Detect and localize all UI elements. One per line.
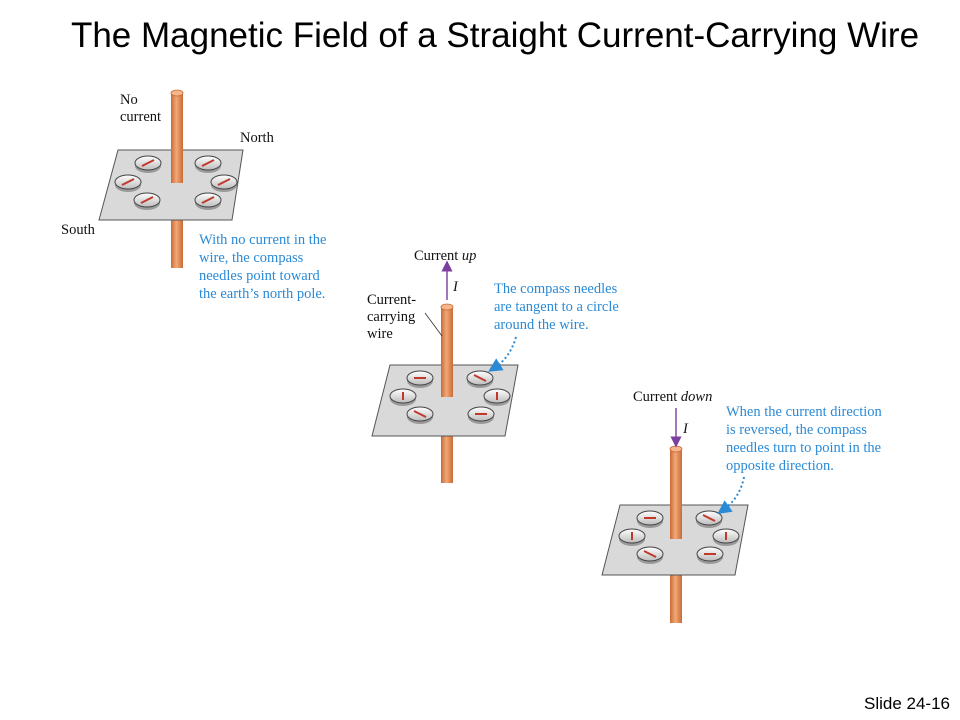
note-line: are tangent to a circle xyxy=(494,299,619,315)
current-direction: up xyxy=(461,248,477,264)
compass xyxy=(636,546,664,564)
slide-number: Slide 24-16 xyxy=(863,694,950,713)
no-current-label: No current xyxy=(120,92,161,126)
note-line: With no current in the xyxy=(199,232,327,248)
current-up-label: Current up xyxy=(414,248,476,265)
current-symbol: I xyxy=(683,421,688,438)
note-line: wire, the compass xyxy=(199,250,304,266)
wire-upper xyxy=(441,307,453,397)
compass xyxy=(194,192,222,210)
compass xyxy=(483,388,511,406)
note-line: When the current direction xyxy=(726,404,882,420)
compass xyxy=(389,388,417,406)
wire-label-line: wire xyxy=(367,326,393,342)
compass xyxy=(114,174,142,192)
compass xyxy=(133,192,161,210)
wire-label-leader xyxy=(424,312,443,337)
wire-upper xyxy=(171,93,183,183)
compass xyxy=(696,546,724,564)
compass-group xyxy=(114,155,238,210)
wire-label-line: Current- xyxy=(367,292,417,308)
compass xyxy=(210,174,238,192)
note-line: The compass needles xyxy=(494,281,618,297)
note-line: the earth’s north pole. xyxy=(199,286,326,302)
wire-top xyxy=(170,89,184,97)
compass-group xyxy=(389,370,511,424)
no-current-label-line2: current xyxy=(120,109,162,125)
wire-lower xyxy=(441,425,453,483)
compass xyxy=(406,370,434,388)
current-symbol-text: I xyxy=(683,421,688,437)
north-label: North xyxy=(240,130,274,146)
compass xyxy=(466,370,494,388)
note-current-up: The compass needles are tangent to a cir… xyxy=(494,280,619,334)
panel-no-current xyxy=(98,89,244,268)
compass xyxy=(695,510,723,528)
panel-current-up xyxy=(371,260,519,483)
compass-group xyxy=(618,510,740,564)
wire-lower xyxy=(670,565,682,623)
panel-current-down xyxy=(601,408,749,623)
current-direction: down xyxy=(680,389,713,405)
note-line: is reversed, the compass xyxy=(726,422,867,438)
no-current-label-line1: No xyxy=(120,92,138,108)
current-label-prefix: Current xyxy=(633,389,681,405)
wire-upper xyxy=(670,449,682,539)
wire-label-line: carrying xyxy=(367,309,416,325)
wire-label: Current- carrying wire xyxy=(367,292,416,343)
note-pointer xyxy=(488,336,517,372)
compass xyxy=(636,510,664,528)
compass xyxy=(618,528,646,546)
compass xyxy=(467,406,495,424)
south-label: South xyxy=(61,222,95,238)
wire-top xyxy=(669,445,683,453)
note-line: opposite direction. xyxy=(726,458,834,474)
compass xyxy=(134,155,162,173)
note-line: needles turn to point in the xyxy=(726,440,882,456)
note-line: needles point toward xyxy=(199,268,320,284)
current-symbol: I xyxy=(453,279,458,296)
wire-lower xyxy=(171,213,183,268)
current-label-prefix: Current xyxy=(414,248,462,264)
wire-top xyxy=(440,303,454,311)
note-pointer xyxy=(717,476,745,515)
slide-title: The Magnetic Field of a Straight Current… xyxy=(70,16,920,55)
note-no-current: With no current in the wire, the compass… xyxy=(199,231,326,303)
compass xyxy=(406,406,434,424)
compass xyxy=(194,155,222,173)
note-line: around the wire. xyxy=(494,317,589,333)
compass xyxy=(712,528,740,546)
current-down-label: Current down xyxy=(633,389,712,406)
note-current-down: When the current direction is reversed, … xyxy=(726,403,882,475)
current-symbol-text: I xyxy=(453,279,458,295)
